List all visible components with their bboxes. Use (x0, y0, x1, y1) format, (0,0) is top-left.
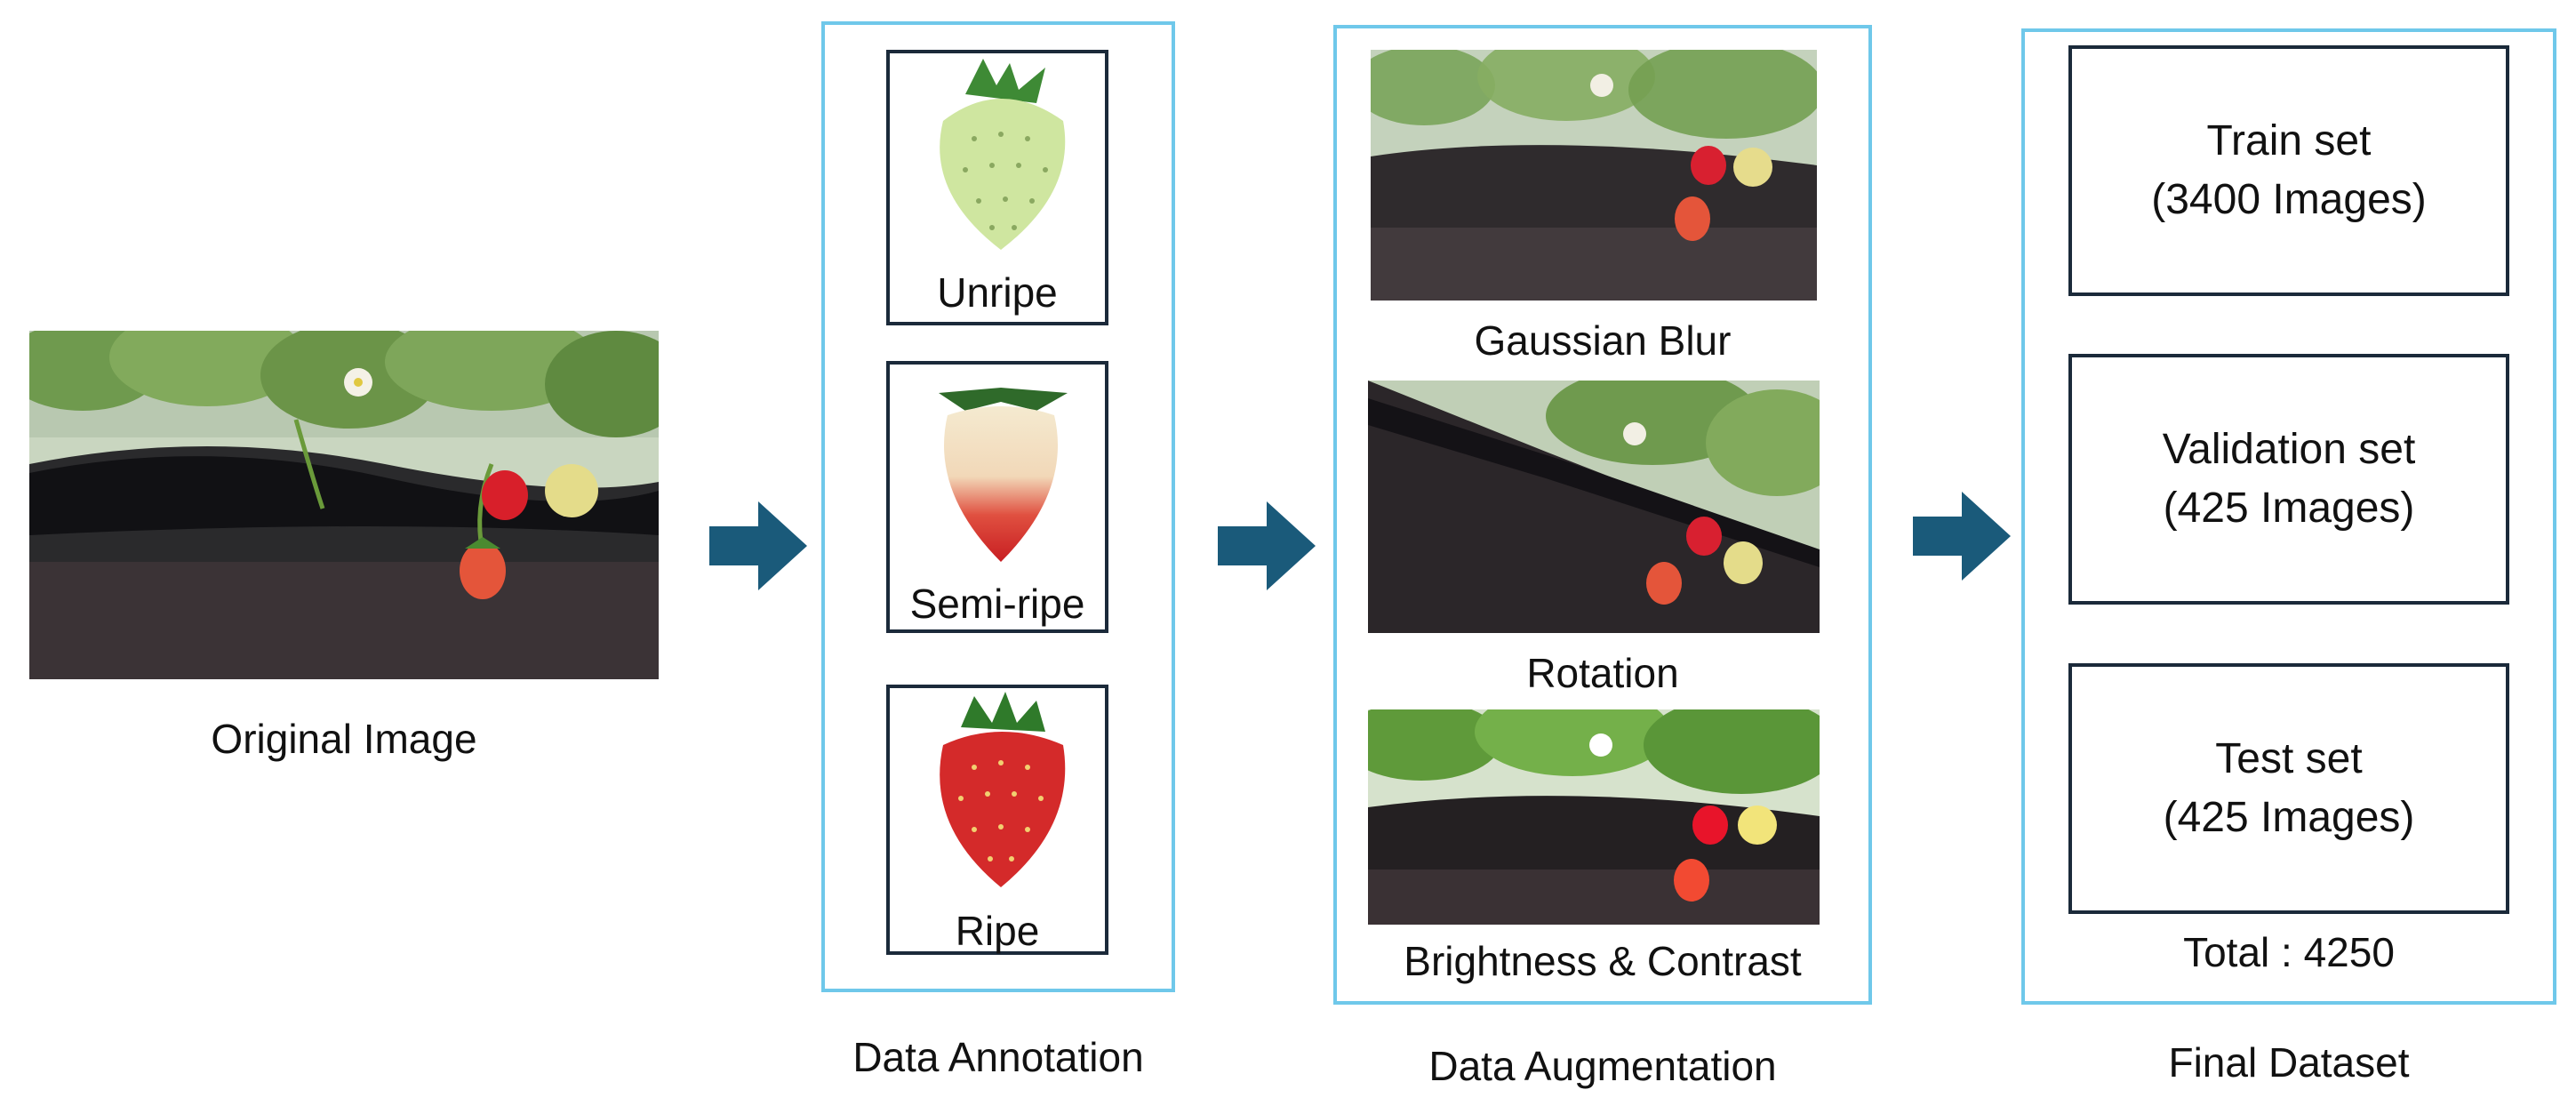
augmentation-label-rotation: Rotation (1526, 650, 1679, 696)
validation-set-name: Validation set (2162, 426, 2416, 473)
validation-set-box: Validation set (425 Images) (2068, 354, 2509, 605)
class-label-unripe: Unripe (937, 269, 1058, 316)
test-set-box: Test set (425 Images) (2068, 663, 2509, 914)
unripe-strawberry-icon (940, 59, 1066, 250)
train-set-count: (3400 Images) (2151, 176, 2427, 223)
augmented-image-gaussian-blur (1371, 50, 1817, 301)
original-image (29, 331, 659, 679)
arrow-right-icon (1218, 501, 1316, 590)
test-set-count: (425 Images) (2163, 794, 2415, 841)
annotation-stage (821, 21, 1175, 992)
augmentation-label-gaussian-blur: Gaussian Blur (1474, 317, 1732, 364)
ripe-strawberry-icon (940, 692, 1066, 887)
semi-ripe-strawberry-icon (939, 388, 1068, 562)
total-count: Total : 4250 (2183, 929, 2395, 975)
test-set-name: Test set (2215, 735, 2363, 782)
augmentation-stage (1333, 25, 1872, 1005)
final-dataset-title: Final Dataset (2168, 1039, 2410, 1086)
augmentation-title: Data Augmentation (1428, 1043, 1777, 1089)
train-set-box: Train set (3400 Images) (2068, 45, 2509, 296)
validation-set-count: (425 Images) (2163, 485, 2415, 532)
class-label-semi-ripe: Semi-ripe (909, 581, 1085, 627)
augmented-image-brightness-contrast (1368, 709, 1820, 925)
train-set-name: Train set (2206, 117, 2372, 164)
annotation-title: Data Annotation (852, 1034, 1144, 1080)
augmentation-label-brightness-contrast: Brightness & Contrast (1404, 938, 1802, 984)
class-card-semi-ripe: Semi-ripe (886, 361, 1108, 633)
class-card-ripe: Ripe (886, 685, 1108, 955)
final-dataset-stage (2021, 28, 2556, 1005)
class-card-unripe: Unripe (886, 50, 1108, 325)
original-image-caption: Original Image (211, 716, 477, 762)
class-label-ripe: Ripe (955, 908, 1040, 954)
arrow-right-icon (709, 501, 807, 590)
augmented-image-rotation (1368, 381, 1820, 633)
arrow-right-icon (1913, 492, 2011, 581)
